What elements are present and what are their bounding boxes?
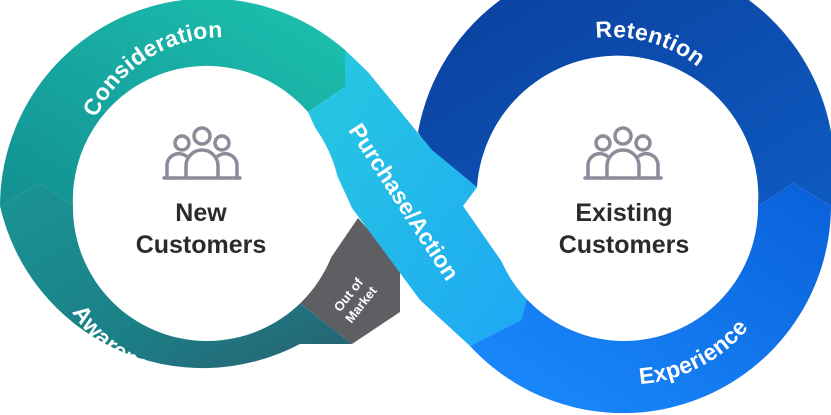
existing-customers-center: Existing Customers — [490, 73, 758, 341]
people-group-icon — [583, 126, 663, 180]
left-loop: Out of Market — [0, 0, 400, 369]
new-customers-line1: New — [175, 199, 227, 227]
left-center-circle — [73, 73, 341, 341]
existing-customers-line1: Existing — [575, 199, 672, 227]
right-center-circle — [490, 73, 758, 341]
purchase-action-band — [308, 50, 527, 346]
out-of-market-shape — [300, 218, 400, 344]
consideration-arc — [0, 0, 345, 206]
new-customers-center: New Customers — [73, 73, 341, 341]
right-loop — [418, 0, 831, 414]
awareness-arc — [0, 183, 352, 369]
retention-arc — [418, 0, 831, 206]
existing-customers-line2: Customers — [559, 231, 690, 259]
new-customers-line2: Customers — [136, 231, 267, 259]
people-group-icon — [162, 126, 242, 180]
experience-arc — [470, 183, 831, 414]
